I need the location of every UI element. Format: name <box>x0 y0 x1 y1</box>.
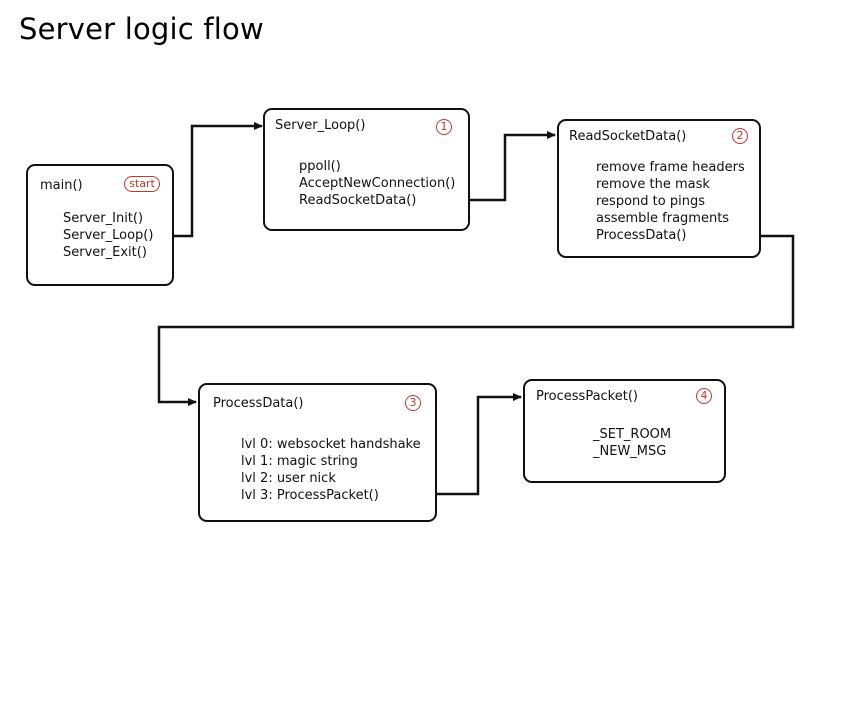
list-item: remove frame headers <box>596 160 745 175</box>
node-main: main() start Server_Init() Server_Loop()… <box>26 164 174 286</box>
node-server-loop-title: Server_Loop() <box>275 118 366 133</box>
node-read-socket-data-badge: 2 <box>732 128 748 144</box>
node-process-data-title: ProcessData() <box>213 396 304 411</box>
list-item: assemble fragments <box>596 211 730 226</box>
node-read-socket-data-title: ReadSocketData() <box>569 129 687 144</box>
list-item: Server_Init() <box>63 211 144 226</box>
node-process-data: ProcessData() 3 lvl 0: websocket handsha… <box>198 383 437 522</box>
list-item: _NEW_MSG <box>593 444 667 459</box>
node-read-socket-data-items: remove frame headers remove the mask res… <box>596 159 745 244</box>
node-server-loop: Server_Loop() 1 ppoll() AcceptNewConnect… <box>263 108 470 231</box>
node-process-packet-items: _SET_ROOM _NEW_MSG <box>593 426 671 460</box>
list-item: _SET_ROOM <box>593 427 672 442</box>
list-item: Server_Exit() <box>63 245 147 260</box>
node-server-loop-items: ppoll() AcceptNewConnection() ReadSocket… <box>299 158 455 209</box>
list-item: lvl 2: user nick <box>241 471 336 486</box>
list-item: ppoll() <box>299 159 341 174</box>
arrow-main-to-server-loop <box>157 122 263 238</box>
list-item: ProcessData() <box>596 228 687 243</box>
list-item: remove the mask <box>596 177 710 192</box>
list-item: ReadSocketData() <box>299 193 417 208</box>
list-item: lvl 3: ProcessPacket() <box>241 488 379 503</box>
node-main-items: Server_Init() Server_Loop() Server_Exit(… <box>63 210 153 261</box>
list-item: AcceptNewConnection() <box>299 176 456 191</box>
diagram-title: Server logic flow <box>19 12 264 46</box>
list-item: lvl 0: websocket handshake <box>241 437 421 452</box>
node-main-title: main() <box>40 178 83 193</box>
node-process-packet: ProcessPacket() 4 _SET_ROOM _NEW_MSG <box>523 379 726 483</box>
node-read-socket-data: ReadSocketData() 2 remove frame headers … <box>557 119 761 258</box>
node-process-data-items: lvl 0: websocket handshake lvl 1: magic … <box>241 436 421 504</box>
node-process-data-badge: 3 <box>405 395 421 411</box>
arrow-read-socket-to-process-data <box>157 234 795 406</box>
list-item: respond to pings <box>596 194 705 209</box>
list-item: lvl 1: magic string <box>241 454 358 469</box>
list-item: Server_Loop() <box>63 228 154 243</box>
node-main-badge: start <box>124 176 160 192</box>
node-process-packet-title: ProcessPacket() <box>536 389 638 404</box>
node-server-loop-badge: 1 <box>436 119 452 135</box>
node-process-packet-badge: 4 <box>696 388 712 404</box>
